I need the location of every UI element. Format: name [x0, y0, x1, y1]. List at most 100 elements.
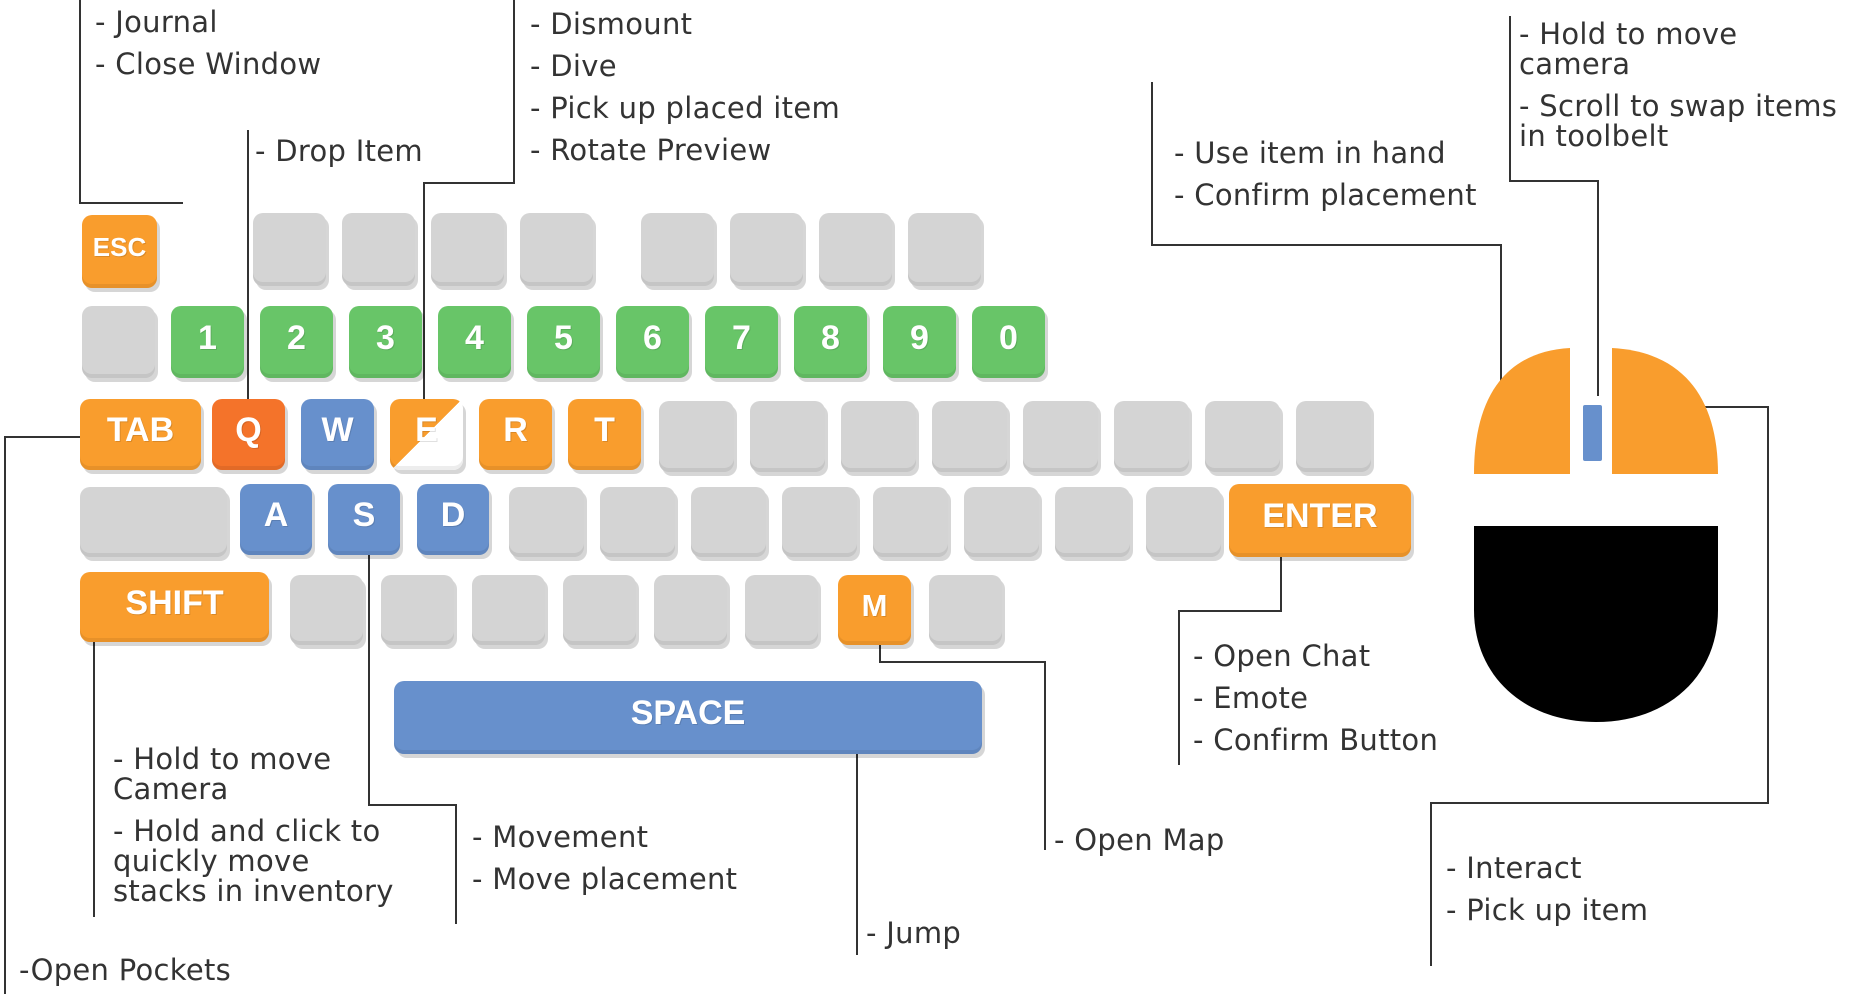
key-enter: ENTER [1229, 484, 1411, 557]
key-4: 4 [438, 306, 511, 378]
key-blank [381, 575, 454, 645]
key-5: 5 [527, 306, 600, 378]
leader-line-right-click [1430, 406, 1769, 966]
key-6: 6 [616, 306, 689, 378]
enter-actions: - Open Chat - Emote - Confirm Button [1193, 641, 1438, 755]
key-s: S [328, 484, 400, 555]
key-blank [745, 575, 818, 645]
key-blank [520, 213, 593, 286]
key-blank [342, 213, 415, 286]
key-space: SPACE [394, 681, 982, 754]
key-blank [563, 575, 636, 645]
m-action-1: - Open Map [1054, 823, 1225, 857]
key-blank [932, 401, 1007, 472]
middle-click-action-2-line-2: in toolbelt [1519, 119, 1669, 153]
e-actions: - Dismount - Dive - Pick up placed item … [530, 9, 840, 165]
key-caps-blank [80, 487, 227, 557]
key-blank [873, 487, 948, 557]
key-blank [290, 575, 363, 645]
mouse-body [1474, 526, 1718, 722]
key-blank [472, 575, 545, 645]
esc-action-1: - Journal [95, 5, 218, 39]
key-esc: ESC [82, 215, 157, 288]
key-blank [782, 487, 857, 557]
key-a: A [240, 484, 312, 555]
left-mouse-button [1474, 348, 1570, 474]
key-blank [841, 401, 916, 472]
key-d: D [417, 484, 489, 555]
e-action-2: - Dive [530, 49, 617, 83]
key-w: W [301, 399, 374, 470]
wasd-action-1: - Movement [472, 820, 649, 854]
key-1: 1 [171, 306, 244, 378]
leader-line-e [423, 0, 515, 410]
right-click-action-1: - Interact [1446, 851, 1582, 885]
key-e: E [390, 399, 463, 470]
enter-action-1: - Open Chat [1193, 639, 1371, 673]
esc-action-2: - Close Window [95, 47, 322, 81]
key-blank [1055, 487, 1130, 557]
key-t: T [568, 399, 641, 470]
key-q: Q [212, 399, 285, 470]
key-3: 3 [349, 306, 422, 378]
leader-line-wasd [368, 536, 457, 924]
shift-action-1-line-1: - Hold to move [113, 742, 332, 776]
shift-action-2-line-3: stacks in inventory [113, 874, 394, 908]
enter-action-3: - Confirm Button [1193, 723, 1439, 757]
key-blank [253, 213, 326, 286]
key-m: M [838, 575, 911, 645]
key-blank [654, 575, 727, 645]
key-7: 7 [705, 306, 778, 378]
key-blank [1146, 487, 1221, 557]
q-actions: - Drop Item [255, 136, 423, 166]
shift-action-2-line-2: quickly move [113, 844, 310, 878]
tab-actions: -Open Pockets [19, 955, 231, 985]
key-blank [964, 487, 1039, 557]
key-2: 2 [260, 306, 333, 378]
e-action-4: - Rotate Preview [530, 133, 772, 167]
middle-click-action-2-line-1: - Scroll to swap items [1519, 89, 1838, 123]
shift-action-1-line-2: Camera [113, 772, 229, 806]
tab-action-1: -Open Pockets [19, 953, 232, 987]
key-shift: SHIFT [80, 572, 269, 642]
q-action-1: - Drop Item [255, 134, 423, 168]
key-blank [819, 213, 892, 286]
key-blank [1205, 401, 1280, 472]
left-click-action-1: - Use item in hand [1174, 136, 1446, 170]
key-9: 9 [883, 306, 956, 378]
e-action-1: - Dismount [530, 7, 693, 41]
key-blank [730, 213, 803, 286]
key-blank [82, 306, 155, 378]
key-0: 0 [972, 306, 1045, 378]
scroll-wheel [1583, 405, 1602, 461]
right-click-action-2: - Pick up item [1446, 893, 1649, 927]
key-blank [600, 487, 675, 557]
key-blank [908, 213, 981, 286]
wasd-actions: - Movement - Move placement [472, 822, 737, 894]
key-8: 8 [794, 306, 867, 378]
key-blank [641, 213, 714, 286]
key-blank [750, 401, 825, 472]
esc-actions: - Journal - Close Window [95, 7, 321, 79]
right-click-actions: - Interact - Pick up item [1446, 853, 1648, 925]
left-click-action-2: - Confirm placement [1174, 178, 1477, 212]
shift-actions: - Hold to move Camera - Hold and click t… [113, 744, 394, 906]
leader-line-tab [4, 436, 80, 994]
key-blank [431, 213, 504, 286]
leader-line-enter [1178, 545, 1282, 765]
middle-click-actions: - Hold to move camera - Scroll to swap i… [1519, 19, 1837, 151]
enter-action-2: - Emote [1193, 681, 1309, 715]
left-click-actions: - Use item in hand - Confirm placement [1174, 138, 1477, 210]
key-blank [659, 401, 734, 472]
space-actions: - Jump [866, 918, 961, 948]
right-mouse-button [1612, 348, 1718, 474]
key-blank [691, 487, 766, 557]
wasd-action-2: - Move placement [472, 862, 738, 896]
key-blank [929, 575, 1002, 645]
e-action-3: - Pick up placed item [530, 91, 841, 125]
key-blank [1023, 401, 1098, 472]
key-blank [509, 487, 584, 557]
m-actions: - Open Map [1054, 825, 1225, 855]
